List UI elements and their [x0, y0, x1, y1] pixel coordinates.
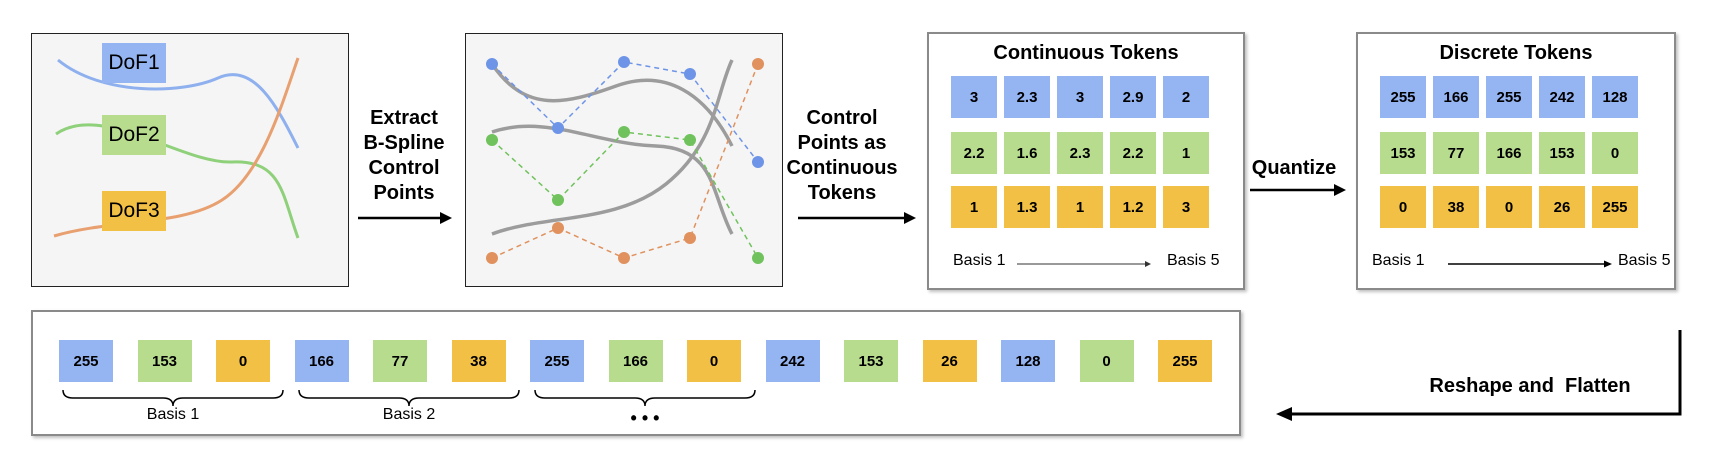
continuous-token: 3 — [1163, 186, 1209, 228]
continuous-token: 3 — [1057, 76, 1103, 118]
continuous-token: 2.2 — [1110, 132, 1156, 174]
dof2-label: DoF2 — [102, 115, 166, 155]
extract-line-3: Control — [368, 157, 440, 179]
flattened-token: 0 — [687, 340, 741, 382]
dof-curves-panel: DoF1 DoF2 DoF3 — [31, 33, 349, 287]
continuous-token: 1.3 — [1004, 186, 1050, 228]
discrete-token: 0 — [1592, 132, 1638, 174]
brace-label-basis-2: Basis 2 — [382, 406, 436, 423]
extract-line-2: B-Spline — [363, 132, 445, 154]
continuous-tokens-title: Continuous Tokens — [993, 42, 1179, 64]
continuous-basis-arrow — [1017, 261, 1151, 267]
dof1-curve — [57, 58, 300, 149]
discrete-token: 255 — [1592, 186, 1638, 228]
discrete-token: 255 — [1486, 76, 1532, 118]
brace-label-basis-1: Basis 1 — [146, 406, 200, 423]
spline-1 — [490, 63, 734, 147]
dof3-curve — [53, 57, 300, 238]
continuous-token: 1 — [1057, 186, 1103, 228]
discrete-token: 242 — [1539, 76, 1585, 118]
spline-3 — [491, 59, 734, 236]
flattened-token: 153 — [844, 340, 898, 382]
discrete-basis-start: Basis 1 — [1372, 252, 1425, 269]
continuous-basis-end: Basis 5 — [1167, 252, 1220, 269]
control-line-4: Tokens — [807, 182, 877, 204]
control-polygon-orange — [491, 63, 759, 259]
discrete-token: 26 — [1539, 186, 1585, 228]
dof3-label: DoF3 — [102, 191, 166, 231]
discrete-token: 255 — [1380, 76, 1426, 118]
discrete-token: 77 — [1433, 132, 1479, 174]
control-points-blue — [486, 56, 764, 168]
continuous-token: 1.6 — [1004, 132, 1050, 174]
flattened-token: 26 — [922, 340, 977, 382]
continuous-token: 2 — [1163, 76, 1209, 118]
control-points-green — [486, 126, 764, 264]
control-line-3: Continuous — [786, 157, 898, 179]
discrete-tokens-title: Discrete Tokens — [1439, 42, 1593, 64]
continuous-token: 1 — [1163, 132, 1209, 174]
discrete-token: 38 — [1433, 186, 1479, 228]
flattened-token: 77 — [373, 340, 427, 382]
discrete-token: 0 — [1380, 186, 1426, 228]
brace-basis-2 — [298, 389, 520, 407]
brace-basis-3 — [534, 389, 756, 407]
control-polygon-blue — [491, 61, 759, 163]
discrete-token: 153 — [1539, 132, 1585, 174]
dof1-label: DoF1 — [102, 43, 166, 83]
flattened-token: 255 — [59, 340, 113, 382]
control-arrow — [798, 212, 916, 224]
dof2-curve — [55, 123, 300, 239]
flattened-token: 255 — [530, 340, 584, 382]
quantize-step-label: Quantize — [1251, 157, 1337, 179]
extract-line-1: Extract — [370, 107, 438, 129]
flattened-token: 166 — [294, 340, 349, 382]
discrete-token: 166 — [1433, 76, 1479, 118]
flattened-token: 0 — [216, 340, 270, 382]
quantize-arrow — [1250, 184, 1346, 196]
control-step-label: Control Points as Continuous Tokens — [786, 106, 898, 206]
extract-arrow — [358, 212, 452, 224]
control-points-orange — [486, 58, 764, 264]
reshape-step-label: Reshape and Flatten — [1429, 375, 1631, 397]
continuous-token: 2.9 — [1110, 76, 1156, 118]
continuous-basis-start: Basis 1 — [953, 252, 1006, 269]
extract-line-4: Points — [373, 182, 435, 204]
flattened-token: 128 — [1001, 340, 1055, 382]
control-line-1: Control — [806, 107, 878, 129]
flattened-token: 0 — [1079, 340, 1134, 382]
flattened-token: 255 — [1158, 340, 1212, 382]
flattened-token: 38 — [451, 340, 506, 382]
continuous-token: 2.3 — [1004, 76, 1050, 118]
discrete-token: 0 — [1486, 186, 1532, 228]
extract-step-label: Extract B-Spline Control Points — [352, 106, 456, 206]
control-line-2: Points as — [797, 132, 887, 154]
continuous-token: 2.3 — [1057, 132, 1103, 174]
continuous-token: 2.2 — [951, 132, 997, 174]
flattened-token: 153 — [137, 340, 192, 382]
dof-curves — [53, 57, 300, 239]
reshape-arrow — [1276, 330, 1682, 421]
brace-basis-1 — [62, 389, 284, 407]
discrete-token: 166 — [1486, 132, 1532, 174]
spline-2 — [491, 124, 734, 235]
continuous-token: 3 — [951, 76, 997, 118]
flattened-tokens-panel: Basis 1 Basis 2 • • • 255 153 0 166 77 38 255 1… — [31, 310, 1241, 436]
discrete-basis-arrow — [1448, 260, 1612, 268]
basis-braces — [62, 389, 756, 407]
control-points-panel — [465, 33, 783, 287]
discrete-token: 153 — [1380, 132, 1426, 174]
discrete-token: 128 — [1592, 76, 1638, 118]
flattened-token: 242 — [765, 340, 820, 382]
continuous-token: 1.2 — [1110, 186, 1156, 228]
continuous-token: 1 — [951, 186, 997, 228]
brace-label-ellipsis: • • • — [630, 408, 660, 428]
control-points-diagram — [486, 56, 764, 264]
flattened-token: 166 — [608, 340, 663, 382]
discrete-basis-end: Basis 5 — [1618, 252, 1671, 269]
